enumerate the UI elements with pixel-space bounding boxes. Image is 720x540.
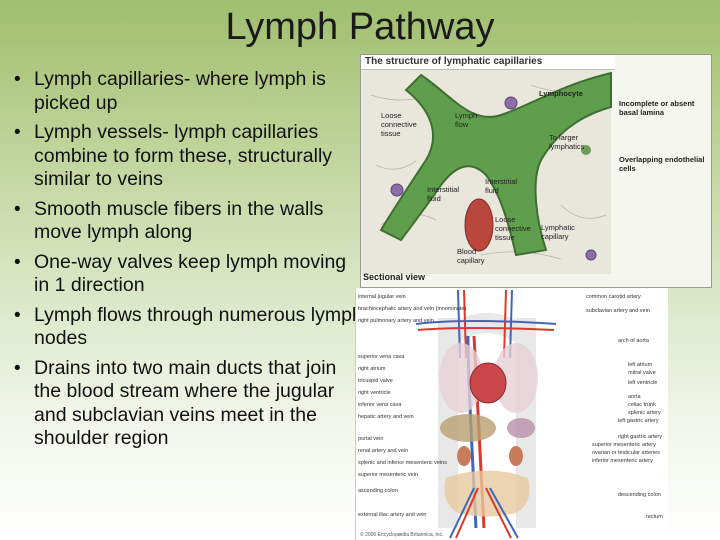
right-label: common carotid artery xyxy=(586,294,641,300)
bullet-glyph: • xyxy=(14,304,21,326)
left-label: inferior vena cava xyxy=(358,402,402,408)
right-label: descending colon xyxy=(618,492,661,498)
right-label: rectum xyxy=(646,514,663,520)
left-label: portal vein xyxy=(358,436,384,442)
right-label: subclavian artery and vein xyxy=(586,308,650,314)
right-label: mitral valve xyxy=(628,370,656,376)
left-label: brachiocephalic artery and vein (innomin… xyxy=(358,306,467,312)
left-label: right atrium xyxy=(358,366,386,372)
label-lymph-flow: Lymph flow xyxy=(455,111,478,129)
figure-credit: © 2006 Encyclopædia Britannica, Inc. xyxy=(360,532,444,538)
bullet-text: Lymph flows through numerous lymph nodes xyxy=(34,303,363,350)
label-blood-capillary: Blood capillary xyxy=(457,247,485,265)
right-label: splenic artery xyxy=(628,410,661,416)
bullet-glyph: • xyxy=(14,198,21,220)
left-label: splenic and inferior mesenteric veins xyxy=(358,460,447,466)
left-label: external iliac artery and vein xyxy=(358,512,427,518)
left-label: internal jugular vein xyxy=(358,294,406,300)
left-label: renal artery and vein xyxy=(358,448,409,454)
right-label: left atrium xyxy=(628,362,653,368)
bullet-item: • Smooth muscle fibers in the walls move … xyxy=(14,198,364,245)
bullet-text: Smooth muscle fibers in the walls move l… xyxy=(34,197,324,244)
left-label: right pulmonary artery and vein xyxy=(358,318,434,324)
bullet-item: • Lymph capillaries- where lymph is picke… xyxy=(14,68,364,115)
bullet-text: One-way valves keep lymph moving in 1 di… xyxy=(34,250,347,297)
right-label: inferior mesenteric artery xyxy=(592,458,653,464)
label-overlapping-endothelial: Overlapping endothelial cells xyxy=(619,155,705,173)
circulatory-system-figure: internal jugular vein brachiocephalic ar… xyxy=(355,288,668,540)
label-lymphocyte: Lymphocyte xyxy=(539,89,583,98)
bullet-glyph: • xyxy=(14,122,21,143)
label-interstitial-fluid-left: Interstitial fluid xyxy=(427,185,460,203)
label-loose-connective-bottom: Loose connective tissue xyxy=(495,215,531,242)
right-label: superior mesenteric artery xyxy=(592,442,656,448)
label-to-larger-lymphatics: To larger lymphatics xyxy=(549,133,585,151)
figure-heading: The structure of lymphatic capillaries xyxy=(361,55,615,70)
bullet-glyph: • xyxy=(14,357,21,379)
bullet-item: • One-way valves keep lymph moving in 1 d… xyxy=(14,251,364,298)
bullet-item: • Drains into two main ducts that join th… xyxy=(14,357,364,451)
label-sectional-view: Sectional view xyxy=(363,272,426,282)
bullet-text: Lymph capillaries- where lymph is picked… xyxy=(34,68,326,114)
bullet-text: Lymph vessels- lymph capillaries combine… xyxy=(34,121,333,190)
bullet-text: Drains into two main ducts that join the… xyxy=(34,356,337,450)
right-label: right gastric artery xyxy=(618,434,663,440)
label-incomplete-basal-lamina: Incomplete or absent basal lamina xyxy=(619,99,695,117)
left-label: superior vena cava xyxy=(358,354,405,360)
bullet-item: • Lymph flows through numerous lymph node… xyxy=(14,304,364,351)
right-label: aorta xyxy=(628,394,641,400)
left-label: hepatic artery and vein xyxy=(358,414,414,420)
label-lymphatic-capillary: Lymphatic capillary xyxy=(541,223,575,241)
heart-shape xyxy=(469,362,507,404)
right-label: celiac trunk xyxy=(628,402,656,408)
right-label: left gastric artery xyxy=(618,418,659,424)
lymphatic-capillary-shape xyxy=(379,71,612,257)
lymph-capillary-figure: The structure of lymphatic capillaries L… xyxy=(360,54,712,288)
right-label: arch of aorta xyxy=(618,338,649,344)
left-label: tricuspid valve xyxy=(358,378,393,384)
bullet-glyph: • xyxy=(14,69,21,90)
left-label: right ventricle xyxy=(358,390,391,396)
bullet-glyph: • xyxy=(14,251,21,273)
right-label: left ventricle xyxy=(628,380,658,386)
left-label: superior mesenteric vein xyxy=(358,472,418,478)
lymph-capillary-illustration xyxy=(361,69,612,274)
right-label: ovarian or testicular arteries xyxy=(592,450,660,456)
slide-title: Lymph Pathway xyxy=(225,6,495,48)
bullet-list: • Lymph capillaries- where lymph is picke… xyxy=(14,68,364,457)
left-label: ascending colon xyxy=(358,488,398,494)
circulatory-illustration xyxy=(415,289,557,539)
bullet-item: • Lymph vessels- lymph capillaries combin… xyxy=(14,121,364,192)
label-loose-connective-top: Loose connective tissue xyxy=(381,111,417,138)
label-interstitial-fluid-mid: Interstitial fluid xyxy=(485,177,518,195)
